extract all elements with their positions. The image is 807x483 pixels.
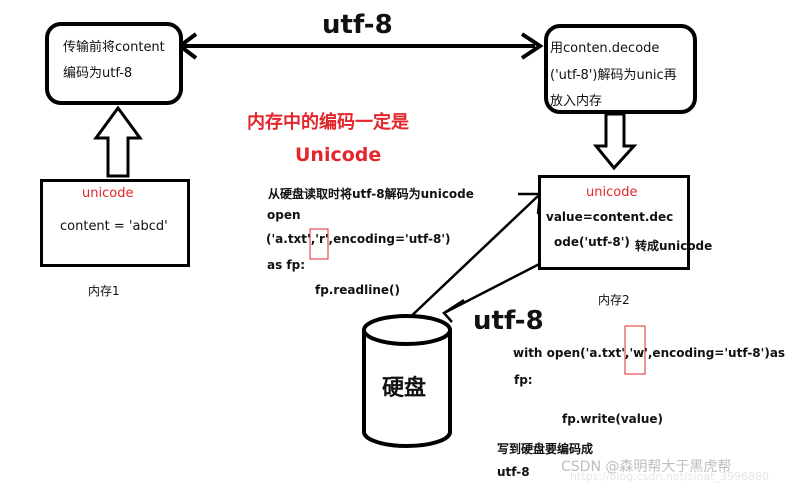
- memory2-box: [538, 175, 690, 270]
- write-code-line4: 写到硬盘要编码成: [497, 442, 594, 456]
- write-code-line5: utf-8: [497, 465, 530, 479]
- memory1-title: unicode: [82, 186, 134, 201]
- decode-step-line1: 用conten.decode: [550, 41, 660, 56]
- read-code-mode: 'r': [315, 232, 329, 246]
- top-arrow-label: utf-8: [322, 10, 393, 40]
- memory2-line2: ode('utf-8'): [554, 235, 630, 249]
- mem2-to-disk-line: [445, 254, 556, 314]
- memory-note-line2: Unicode: [295, 144, 382, 166]
- disk-to-mem2-line: [404, 195, 539, 323]
- memory2-title: unicode: [586, 185, 638, 200]
- memory2-suffix: 转成unicode: [635, 239, 713, 253]
- memory1-caption: 内存1: [88, 284, 120, 298]
- read-code-encoding: ,encoding='utf-8'): [328, 232, 451, 246]
- encode-step-line1: 传输前将content: [63, 40, 165, 55]
- down-arrow-mem2: [592, 112, 638, 171]
- write-code-line1: with open('a.txt','w',encoding='utf-8')a…: [513, 346, 785, 360]
- memory1-content: content = 'abcd': [60, 219, 168, 234]
- up-arrow-mem1: [93, 105, 143, 178]
- decode-step-box: [544, 24, 697, 114]
- write-code-line2: fp:: [514, 373, 533, 387]
- encode-step-line2: 编码为utf-8: [63, 66, 133, 81]
- decode-step-line2: ('utf-8')解码为unic再: [550, 68, 677, 83]
- write-code-line3: fp.write(value): [562, 412, 664, 426]
- memory2-line1: value=content.dec: [546, 210, 674, 224]
- read-code-line3: ('a.txt','r',encoding='utf-8'): [266, 232, 450, 246]
- disk-body: [362, 330, 452, 448]
- write-mode-highlight: [624, 325, 646, 375]
- read-mode-highlight: [309, 228, 329, 260]
- write-code-mode: 'w': [629, 346, 648, 360]
- mem2-to-disk-head: [442, 298, 465, 323]
- encode-step-box: [45, 22, 183, 105]
- read-code-line1: 从硬盘读取时将utf-8解码为unicode: [268, 187, 474, 201]
- write-code-encoding: ,encoding='utf-8')as: [647, 346, 786, 360]
- memory-note-line1: 内存中的编码一定是: [247, 112, 409, 133]
- disk-label: 硬盘: [382, 376, 427, 401]
- watermark: CSDN @森明帮大于黑虎帮: [561, 459, 732, 475]
- watermark-faint: https://blog.csdn.net/sinat_3996880: [570, 470, 769, 483]
- decode-step-line3: 放入内存: [550, 94, 603, 109]
- read-code-line4: as fp:: [267, 258, 306, 272]
- write-code-file: with open('a.txt',: [513, 346, 630, 360]
- disk-arrow-label: utf-8: [473, 306, 544, 336]
- read-code-file: ('a.txt',: [266, 232, 316, 246]
- top-arrow-head: [520, 32, 544, 60]
- memory2-caption: 内存2: [598, 293, 630, 307]
- read-code-line2: open: [267, 208, 301, 222]
- disk-top: [362, 314, 452, 346]
- read-code-line5: fp.readline(): [315, 283, 400, 297]
- memory1-box: [40, 179, 190, 267]
